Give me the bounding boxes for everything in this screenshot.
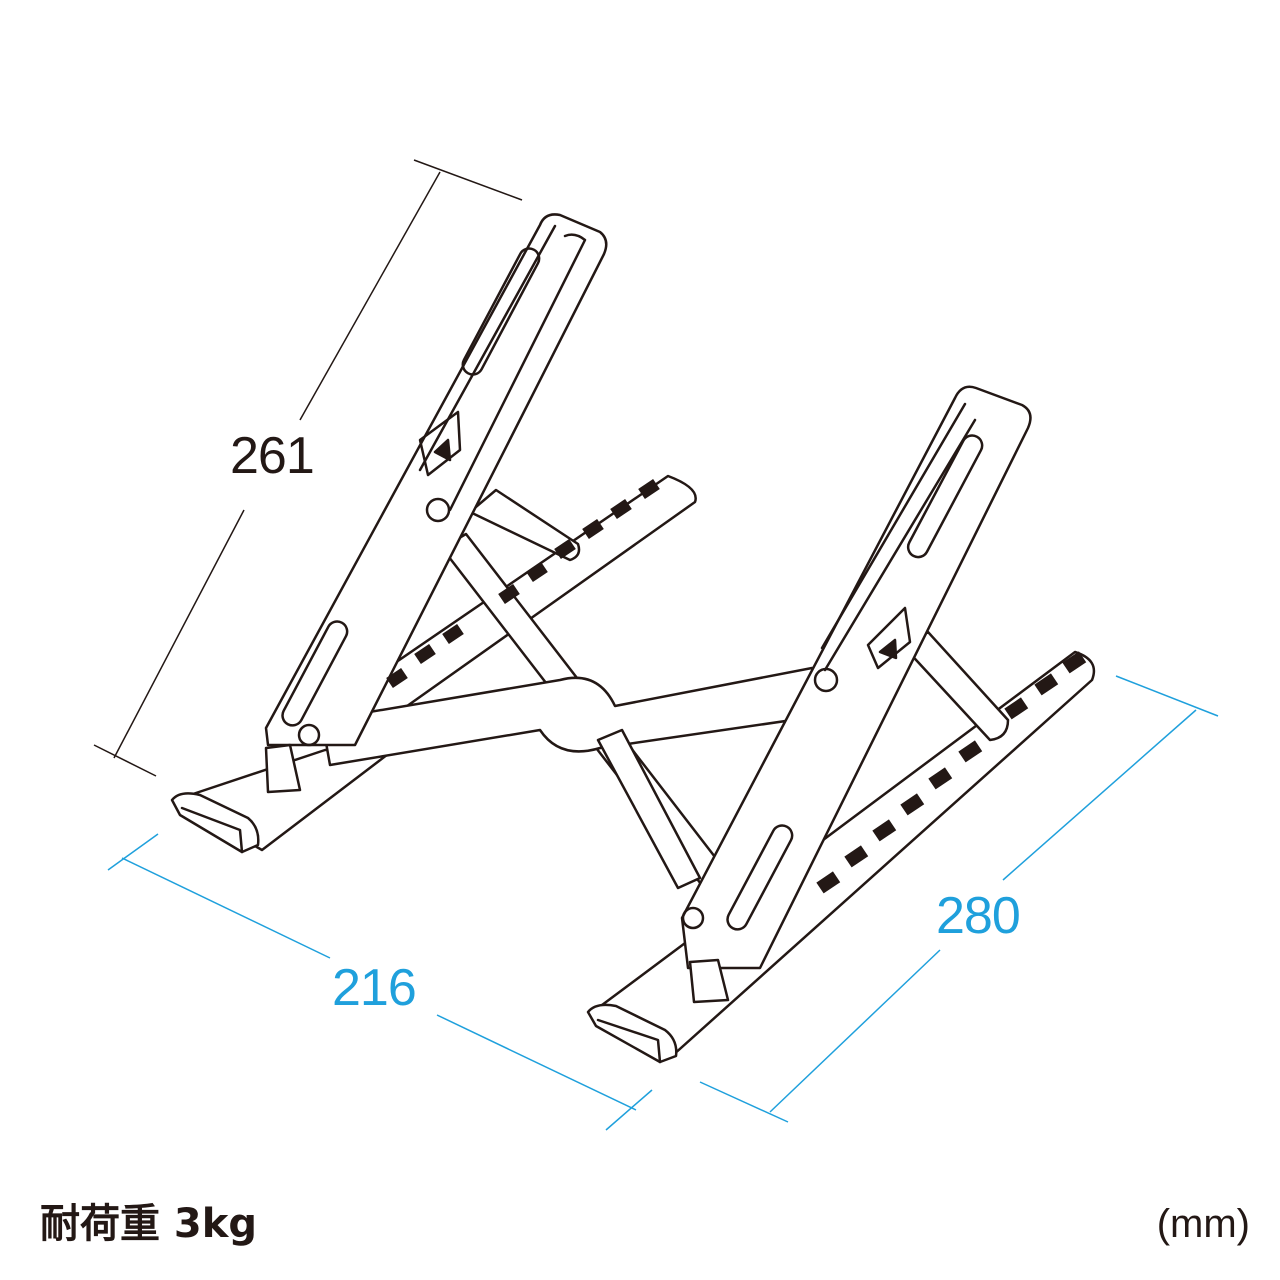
right-rear-strut bbox=[903, 630, 1010, 742]
left-foot bbox=[170, 743, 302, 854]
right-upright-arm bbox=[680, 385, 1032, 970]
depth-dimension-line bbox=[699, 675, 1219, 1123]
back-rail-vent-slots bbox=[386, 478, 660, 689]
height-dimension-line bbox=[93, 159, 523, 777]
right-foot bbox=[586, 958, 730, 1064]
width-dimension-label: 216 bbox=[332, 959, 417, 1017]
left-upright-arm bbox=[264, 213, 608, 747]
front-cross-strut bbox=[468, 488, 702, 890]
width-dimension-line bbox=[107, 833, 653, 1131]
height-dimension-label: 261 bbox=[230, 427, 315, 485]
unit-label: (mm) bbox=[1156, 1202, 1250, 1246]
depth-dimension-label: 280 bbox=[936, 887, 1021, 945]
front-rail-vent-slots bbox=[816, 651, 1087, 894]
load-capacity-text: 耐荷重 3kg bbox=[40, 1201, 257, 1247]
